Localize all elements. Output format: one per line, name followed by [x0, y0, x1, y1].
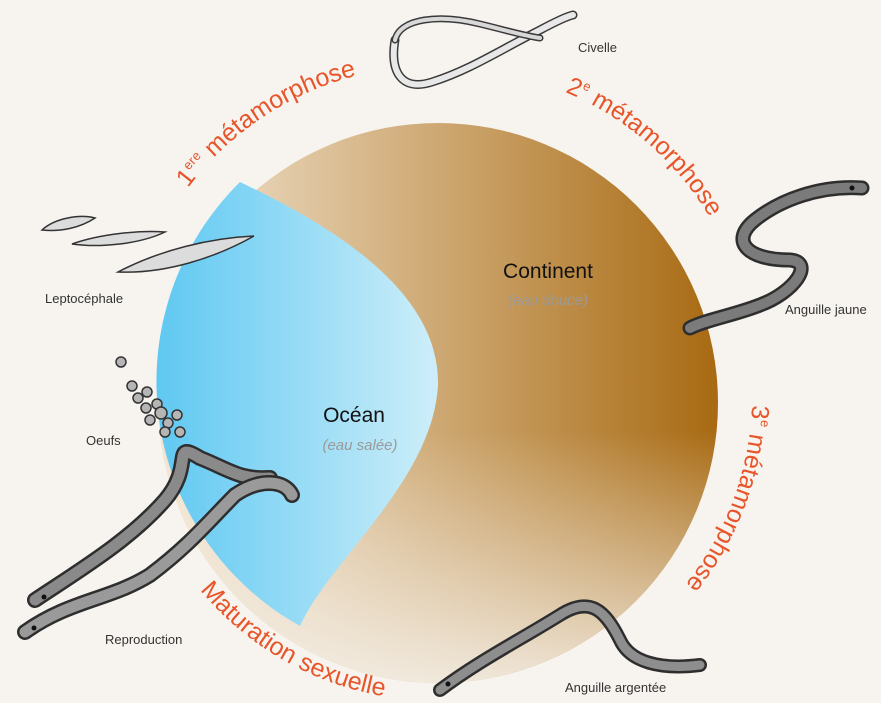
reproduction-label: Reproduction: [105, 632, 182, 647]
continent-subtitle: (eau douce): [508, 292, 588, 309]
continent-title: Continent: [503, 260, 593, 283]
anguille-argentee-label: Anguille argentée: [565, 680, 666, 695]
ocean-subtitle: (eau salée): [322, 437, 397, 454]
oeufs-label: Oeufs: [86, 433, 121, 448]
leptocephale-label: Leptocéphale: [45, 291, 123, 306]
glass-eel-icon: [394, 15, 573, 84]
civelle-label: Civelle: [578, 40, 617, 55]
anguille-jaune-label: Anguille jaune: [785, 302, 867, 317]
ocean-title: Océan: [323, 404, 385, 427]
